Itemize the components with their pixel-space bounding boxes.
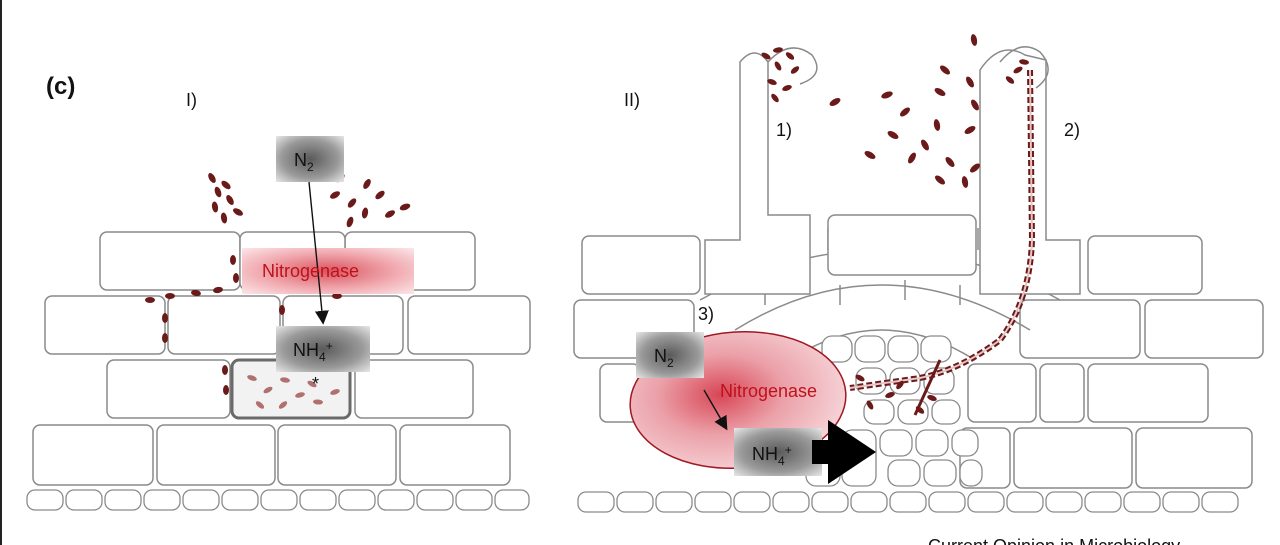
infection-branch [913,359,942,416]
root-hair-bacteria [761,47,1029,103]
step2-label: 2) [1064,120,1080,140]
nh4-box-left [276,326,370,372]
asterisk-label: * [312,374,319,394]
intracellular-bacteria [247,375,340,409]
nh4-label-left: NH4+ [293,339,333,364]
n2-label-left: N2 [294,150,314,174]
nh4-box-right [734,428,822,476]
infection-thread-core [849,69,1034,389]
step1-label: 1) [776,120,792,140]
panel-label: (c) [46,73,75,100]
nitrogenase-label-right: Nitrogenase [720,381,817,401]
root-hair-cells [704,49,1081,295]
n2-label-right: N2 [654,346,674,370]
nitrogenase-glow-left [242,248,414,294]
right-epidermis [577,491,1239,513]
step3-label: 3) [698,304,714,324]
right-panel-label: II) [624,90,640,110]
n2-box-right [636,332,704,378]
intercellular-bacteria-left [145,173,411,395]
nh4-label-right: NH4+ [752,443,792,468]
nitrogenase-label-left: Nitrogenase [262,261,359,281]
fixation-arrow-left [308,181,329,325]
fixation-arrow-right [703,389,728,431]
export-arrow [812,420,876,484]
left-epidermis [26,489,530,511]
n2-box-left [276,136,344,182]
credit-line: Current Opinion in Microbiology [928,536,1180,545]
free-bacteria-right [829,34,980,414]
left-panel-label: I) [186,90,197,110]
